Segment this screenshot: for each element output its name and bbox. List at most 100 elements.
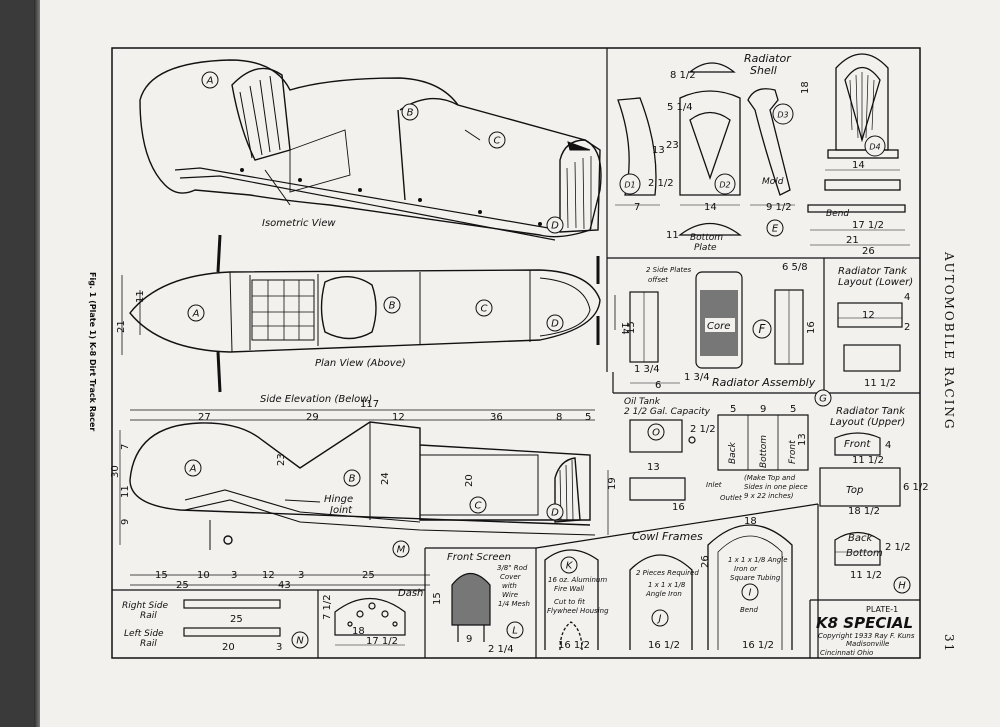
part-letter-circle (546, 503, 564, 521)
ot-dim-9: 9 (760, 404, 766, 415)
rs-dim-23: 23 (666, 140, 679, 151)
k-text-4: Flywheel Housing (547, 607, 609, 615)
part-letter-m: M (397, 545, 406, 556)
i-text-1: 1 x 1 x 1/8 Angle (728, 556, 788, 564)
side-dim-30: 30 (110, 465, 121, 478)
back-label: Back (848, 533, 873, 544)
plan-dim-14: 14 (619, 322, 630, 335)
panel-dividers (112, 48, 920, 658)
j-text-2: 1 x 1 x 1/8 (648, 581, 686, 589)
bottom-label: Bottom (846, 548, 883, 559)
dash-dim-18: 18 (352, 626, 365, 637)
part-f: F (759, 322, 767, 336)
ra-dim-6: 6 (655, 380, 661, 391)
j-text-3: Angle Iron (645, 590, 682, 598)
side-dim-24: 24 (380, 472, 391, 485)
inlet-label: Inlet (706, 481, 722, 489)
fs-dim-15: 15 (432, 592, 443, 605)
part-letter-circle (383, 296, 401, 314)
ra-dim-15: 15 (626, 321, 637, 334)
tu-dim-18-5: 18 1/2 (848, 506, 880, 517)
i-text-3: Square Tubing (730, 574, 781, 582)
rs-dim-7: 7 (634, 202, 640, 213)
mold-label: Mold (762, 177, 784, 187)
side-dim-7: 7 (120, 444, 131, 450)
side-plates-2: offset (648, 276, 668, 284)
front-screen-part (451, 572, 491, 642)
tl-dim-2: 2 (904, 322, 910, 333)
plate-copyright: Copyright 1933 Ray F. Kuns (818, 632, 915, 640)
bend-label: Bend (826, 209, 849, 219)
ot-dim-5a: 5 (730, 404, 736, 415)
ra-dim-1-34b: 1 3/4 (684, 372, 710, 383)
rail-dim-3: 3 (276, 642, 282, 653)
part-letter-circle (814, 389, 832, 407)
tank-upper-title-1: Radiator Tank (836, 406, 906, 417)
rail-dim-25: 25 (230, 614, 243, 625)
rod-1: 3/8" Rod (497, 564, 528, 572)
isometric-view-label: Isometric View (262, 218, 336, 229)
isometric-rivets (240, 141, 591, 226)
oil-front-label: Front (788, 440, 798, 464)
part-letter-g: G (819, 394, 827, 405)
tu-dim-11-5a: 11 1/2 (852, 455, 884, 466)
fs-dim-2-25: 2 1/4 (488, 644, 514, 655)
part-letter-circle (488, 131, 506, 149)
side-elevation (129, 421, 596, 550)
cf-dim-26: 26 (700, 555, 711, 568)
tank-lower-title-1: Radiator Tank (838, 266, 908, 277)
oil-note-1: (Make Top and (744, 474, 796, 482)
ra-dim-6-58: 6 5/8 (782, 262, 808, 273)
part-letter-n: N (296, 636, 304, 647)
part-letter-c: C (494, 136, 501, 147)
side-dim-27: 27 (198, 412, 211, 423)
plate-label: PLATE-1 (866, 605, 898, 614)
side-dim-23: 23 (276, 453, 287, 466)
core-label-bg (705, 318, 735, 332)
part-letter-d: D (551, 508, 559, 519)
part-letter-circle (392, 540, 410, 558)
front-screen-title: Front Screen (447, 552, 511, 563)
dash-dim-17-5: 17 1/2 (366, 636, 398, 647)
rs-dim-17-5: 17 1/2 (852, 220, 884, 231)
oil-note-2: Sides in one piece (744, 483, 808, 491)
part-letter-b: B (349, 474, 356, 485)
part-letter-circle (714, 173, 736, 195)
part-letter-circle (766, 219, 784, 237)
part-letter-d3: D3 (777, 111, 788, 120)
i-text-2: Iron or (734, 565, 758, 573)
plan-view-label: Plan View (Above) (315, 358, 406, 369)
rs-dim-2-5: 2 1/2 (648, 178, 674, 189)
tu-dim-11-5b: 11 1/2 (850, 570, 882, 581)
side-dim-3a: 3 (231, 570, 237, 581)
rod-4: Wire (502, 591, 518, 599)
rs-dim-11: 11 (666, 230, 679, 241)
oil-note-3: 9 x 22 inches) (744, 492, 794, 500)
joint-label: Joint (328, 505, 353, 516)
radiator-shell-title-2: Shell (750, 64, 777, 77)
part-letter-circle (772, 103, 794, 125)
rs-dim-21: 21 (846, 235, 859, 246)
tl-dim-12: 12 (862, 310, 875, 321)
hinge-label: Hinge (324, 494, 353, 505)
plate-city2: Cincinnati Ohio (820, 649, 873, 657)
plate-frame (111, 47, 921, 659)
side-dim-5: 5 (585, 412, 591, 423)
plan-dim-11: 11 (135, 290, 146, 303)
part-letter-circle (651, 609, 669, 627)
side-dim-10: 10 (197, 570, 210, 581)
k-text-1: 16 oz. Aluminum (548, 576, 607, 584)
cf-dim-18: 18 (744, 516, 757, 527)
ot-dim-13: 13 (647, 462, 660, 473)
rs-dim-8-5: 8 1/2 (670, 70, 696, 81)
part-letter-b: B (389, 301, 396, 312)
part-letter-circle (469, 496, 487, 514)
radiator-assembly-label: Radiator Assembly (712, 376, 816, 389)
rs-dim-5-25: 5 1/4 (667, 102, 693, 113)
side-dim-11: 11 (120, 485, 131, 498)
side-dim-36: 36 (490, 412, 503, 423)
part-letter-circle (343, 469, 361, 487)
part-letter-circle (184, 459, 202, 477)
side-dim-117: 117 (360, 399, 379, 410)
left-rail-1: Left Side (124, 629, 164, 639)
